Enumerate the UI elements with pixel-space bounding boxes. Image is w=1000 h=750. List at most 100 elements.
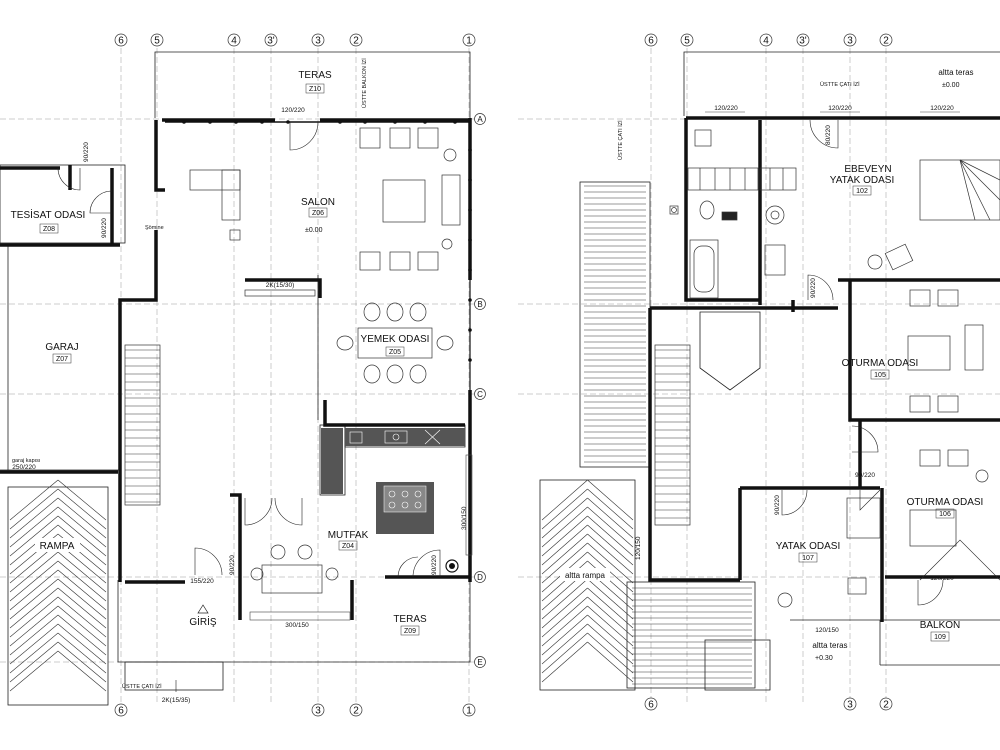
drawing-line [587,497,634,539]
room-code: 107 [802,555,814,562]
axis-label: 6 [118,706,124,717]
dimension: 300/150 [285,622,309,629]
axis-label: 3' [267,36,275,47]
altta-teras-top-label: altta teras [938,68,973,77]
dimension: 120/220 [930,105,954,112]
level-mark: ±0.00 [942,82,960,89]
drawing-line [57,569,107,611]
drawing-line [541,488,588,530]
drawing-line [541,596,588,638]
drawing-line [57,524,107,566]
dimension: 80/220 [825,125,832,145]
drawing-line [541,587,588,629]
garaj-kapisi-label: garaj kapısı [12,458,40,464]
drawing-line [9,605,59,647]
drawing-line [541,578,588,620]
dimension: 155/220 [190,578,214,585]
axis-label: C [477,390,483,399]
dimension: 90/220 [83,142,90,162]
drawing-line [9,497,59,539]
axis-label: 3 [315,706,321,717]
room-code: 105 [874,372,886,379]
drawing-line [541,641,588,683]
drawing-line [541,497,588,539]
axis-label: 6 [648,36,654,47]
room-code: 106 [939,511,951,518]
room-name-salon: SALON [301,197,335,208]
axis-label: D [477,573,483,582]
level-mark: ±0.00 [305,227,323,234]
drawing-line [541,506,588,548]
drawing-line [57,632,107,674]
room-name-teras-bottom: TERAS [393,614,427,625]
drawing-line [9,650,59,692]
rampa-label: RAMPA [40,541,75,552]
axis-label: 5 [154,36,160,47]
room-name-oturma-106: OTURMA ODASI [907,497,984,508]
drawing-line [541,614,588,656]
somine-label: Şömine [145,225,164,231]
drawing-line [57,506,107,548]
drawing-line [57,587,107,629]
axis-label: 5 [684,36,690,47]
drawing-line [587,533,634,575]
drawing-line [9,578,59,620]
drawing-line [587,632,634,674]
ustte-cati-note: ÜSTTE ÇATI İZİ [122,683,162,690]
axis-label: 3 [847,700,853,711]
axis-label: 2 [883,700,889,711]
drawing-line [587,605,634,647]
room-code: Z09 [404,628,416,635]
drawing-line [9,524,59,566]
drawing-line [587,515,634,557]
axis-label: B [477,300,482,309]
dimension: 250/220 [12,464,36,471]
drawing-line [57,488,107,530]
drawing-line [541,479,588,521]
drawing-line [57,515,107,557]
upper-floor-plan [539,51,1000,691]
drawing-line [587,479,634,521]
drawing-line [9,587,59,629]
drawing-line [9,479,59,521]
dimension: 120/220 [281,107,305,114]
dimension: 90/220 [855,472,875,479]
dimension: 120/150 [635,536,642,560]
axis-label: 4 [763,36,769,47]
drawing-line [9,551,59,593]
drawing-line [587,560,634,602]
axis-label: 1 [466,36,472,47]
axis-label: 4 [231,36,237,47]
drawing-line [587,623,634,665]
drawing-line [587,524,634,566]
giris-label: GİRİŞ [189,615,217,628]
room-name-oturma-105: OTURMA ODASI [842,358,919,369]
drawing-line [57,578,107,620]
axis-label: 3' [799,36,807,47]
room-code: 109 [934,634,946,641]
drawing-line [9,488,59,530]
dimension: 90/220 [101,218,108,238]
drawing-line [541,515,588,557]
drawing-line [587,614,634,656]
room-name-yatak-107: YATAK ODASI [776,541,840,552]
drawing-line [587,587,634,629]
room-code: 102 [856,188,868,195]
dimension: 90/220 [431,555,438,575]
room-code: Z04 [342,543,354,550]
drawing-line [57,497,107,539]
axis-label: 3 [847,36,853,47]
axis-label: 2 [353,36,359,47]
dimension: 300/150 [461,506,468,530]
drawing-line [57,605,107,647]
ustte-cati-note: ÜSTTE ÇATI İZİ [820,81,860,88]
drawing-line [9,614,59,656]
drawing-line [57,641,107,683]
axis-label: A [477,115,483,124]
drawing-line [587,551,634,593]
drawing-line [541,533,588,575]
drawing-line [541,542,588,584]
axis-label: 2 [353,706,359,717]
dimension: 120/220 [714,105,738,112]
